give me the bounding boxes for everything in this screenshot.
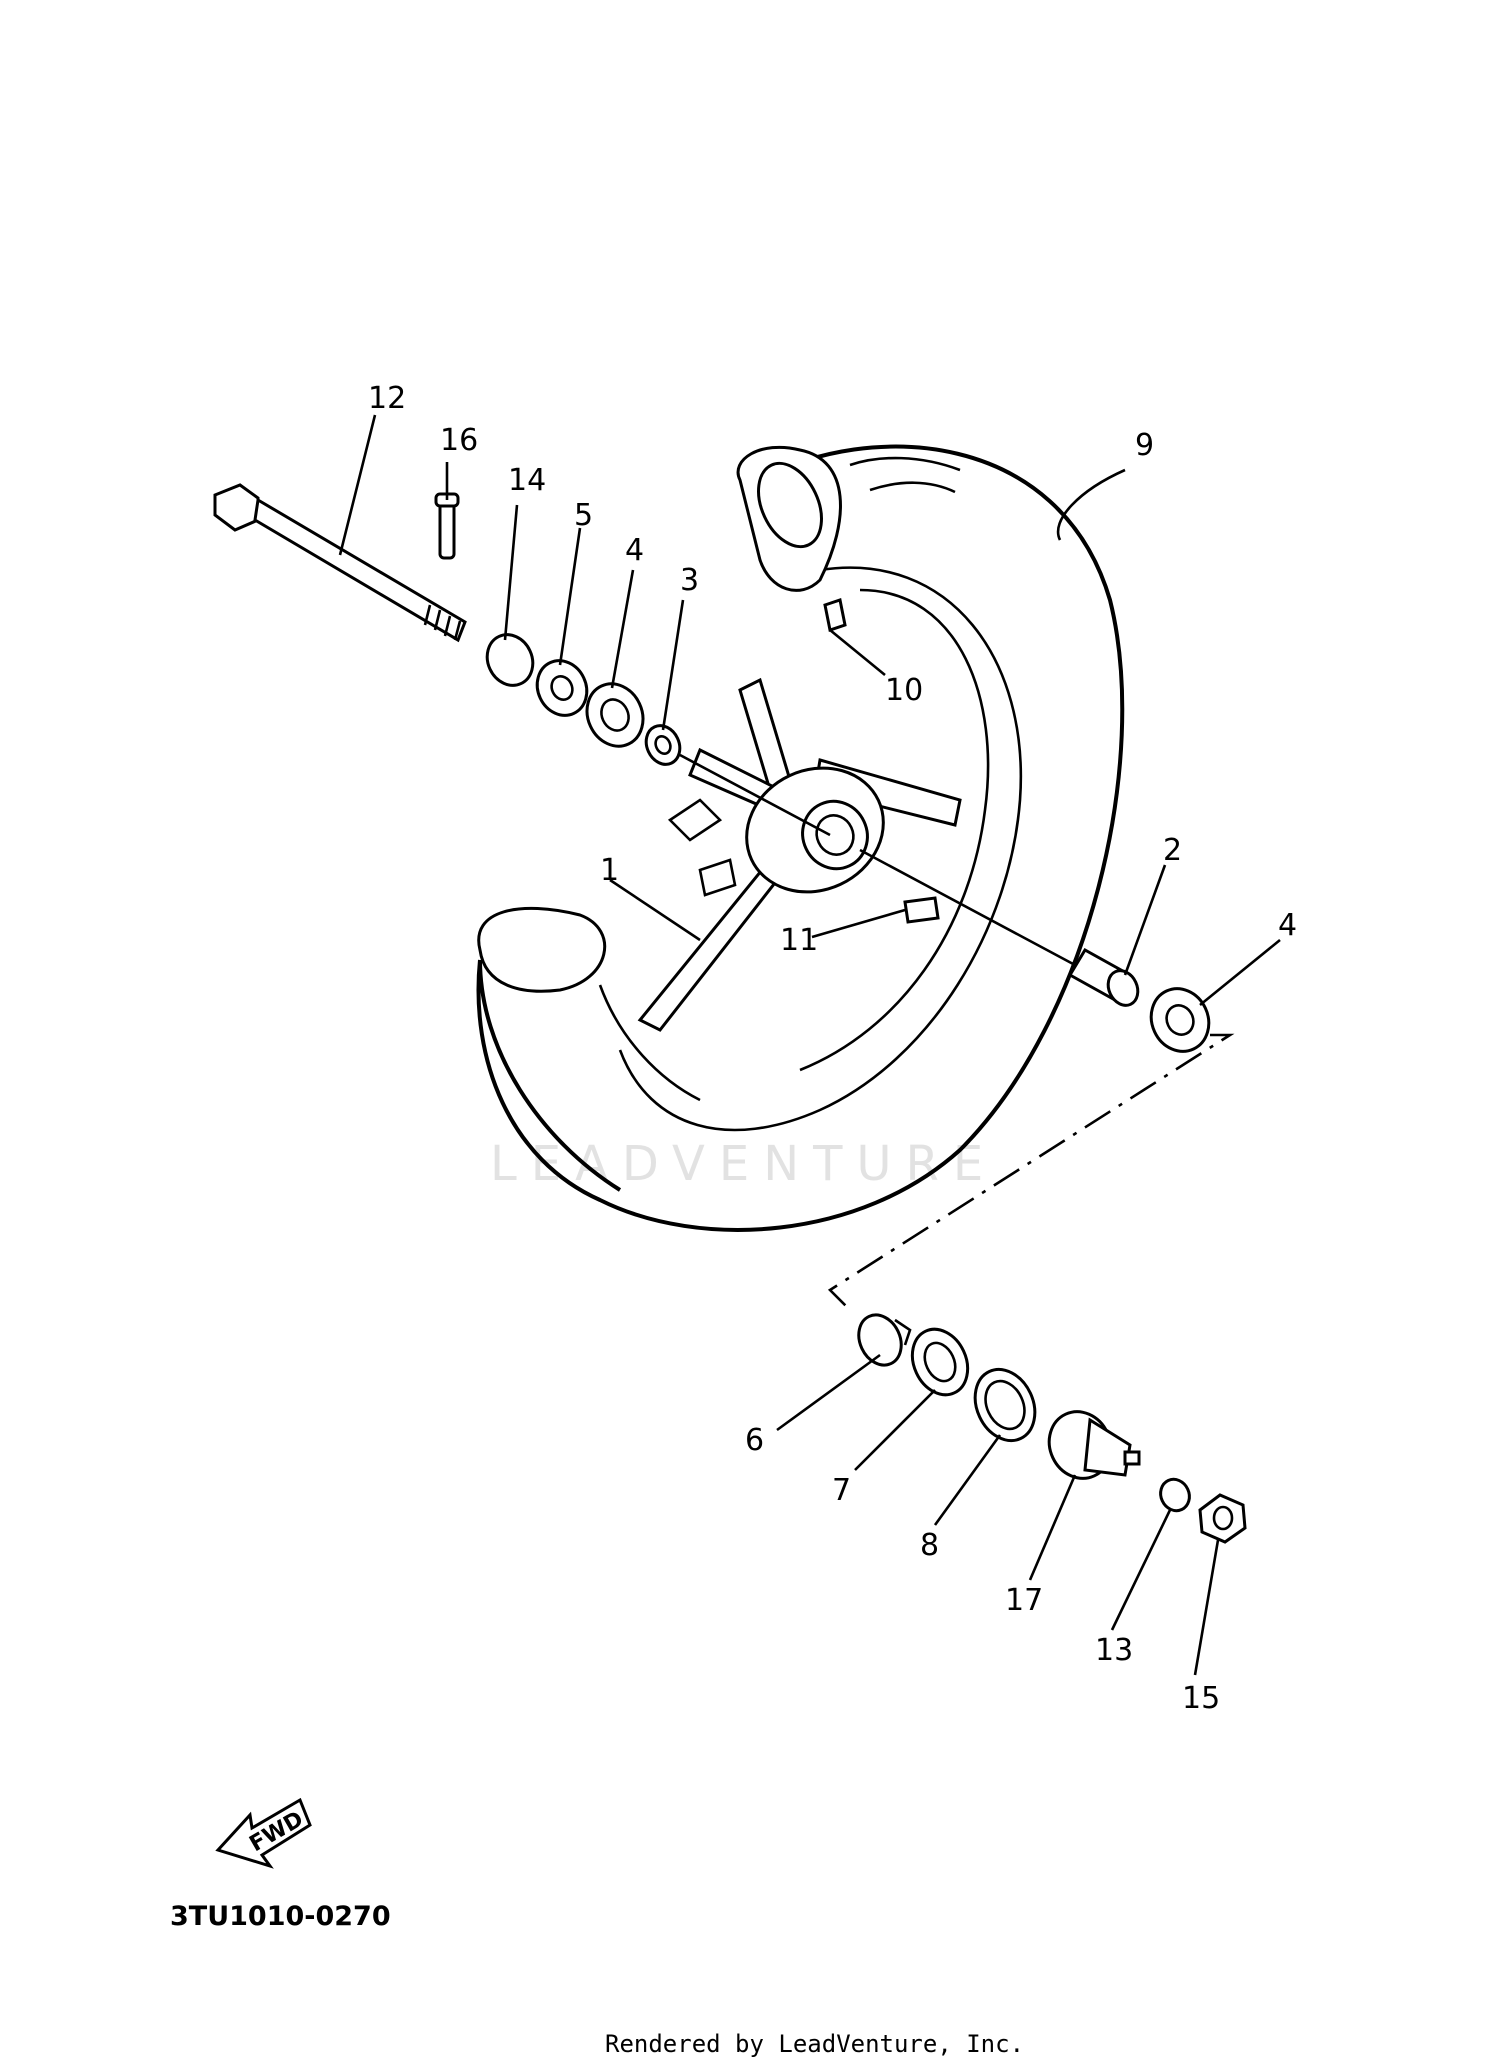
callout-6: 6 [745,1423,764,1458]
callout-3: 3 [680,563,699,598]
callout-16: 16 [440,423,478,458]
oil-seal [644,724,682,766]
retainer [857,1313,912,1367]
callout-2: 2 [1163,833,1182,868]
callout-11: 11 [780,923,818,958]
oil-seal-right [910,1327,970,1397]
callout-12: 12 [368,381,406,416]
bolt [434,492,460,560]
callouts: 12 16 14 5 4 3 9 10 1 11 2 4 6 7 8 17 13… [368,381,1297,1716]
spacer-tube [1067,947,1140,1007]
callout-13: 13 [1095,1633,1133,1668]
callout-9: 9 [1135,428,1154,463]
bearing-left [585,682,645,748]
washer [1159,1477,1191,1513]
callout-5: 5 [574,498,593,533]
part-code: 3TU1010-0270 [170,1901,391,1932]
front-axle [213,483,467,643]
ring [973,1367,1037,1443]
callout-4b: 4 [1278,908,1297,943]
callout-7: 7 [832,1473,851,1508]
callout-1: 1 [600,853,619,888]
callout-4a: 4 [625,533,644,568]
callout-15: 15 [1182,1681,1220,1716]
watermark: LEADVENTURE [490,1136,997,1192]
collar [485,633,535,687]
bearing-right [1149,987,1211,1053]
meter-gear [1047,1410,1141,1480]
spacer [535,659,589,717]
callout-14: 14 [508,463,546,498]
callout-10: 10 [885,673,923,708]
wheel-assembly [476,444,1125,1232]
callout-17: 17 [1005,1583,1043,1618]
leader-lines [338,414,1281,1676]
callout-8: 8 [920,1528,939,1563]
footer-credit: Rendered by LeadVenture, Inc. [605,2030,1024,2058]
fwd-arrow-icon: FWD [215,1797,312,1869]
nut [1198,1493,1247,1544]
